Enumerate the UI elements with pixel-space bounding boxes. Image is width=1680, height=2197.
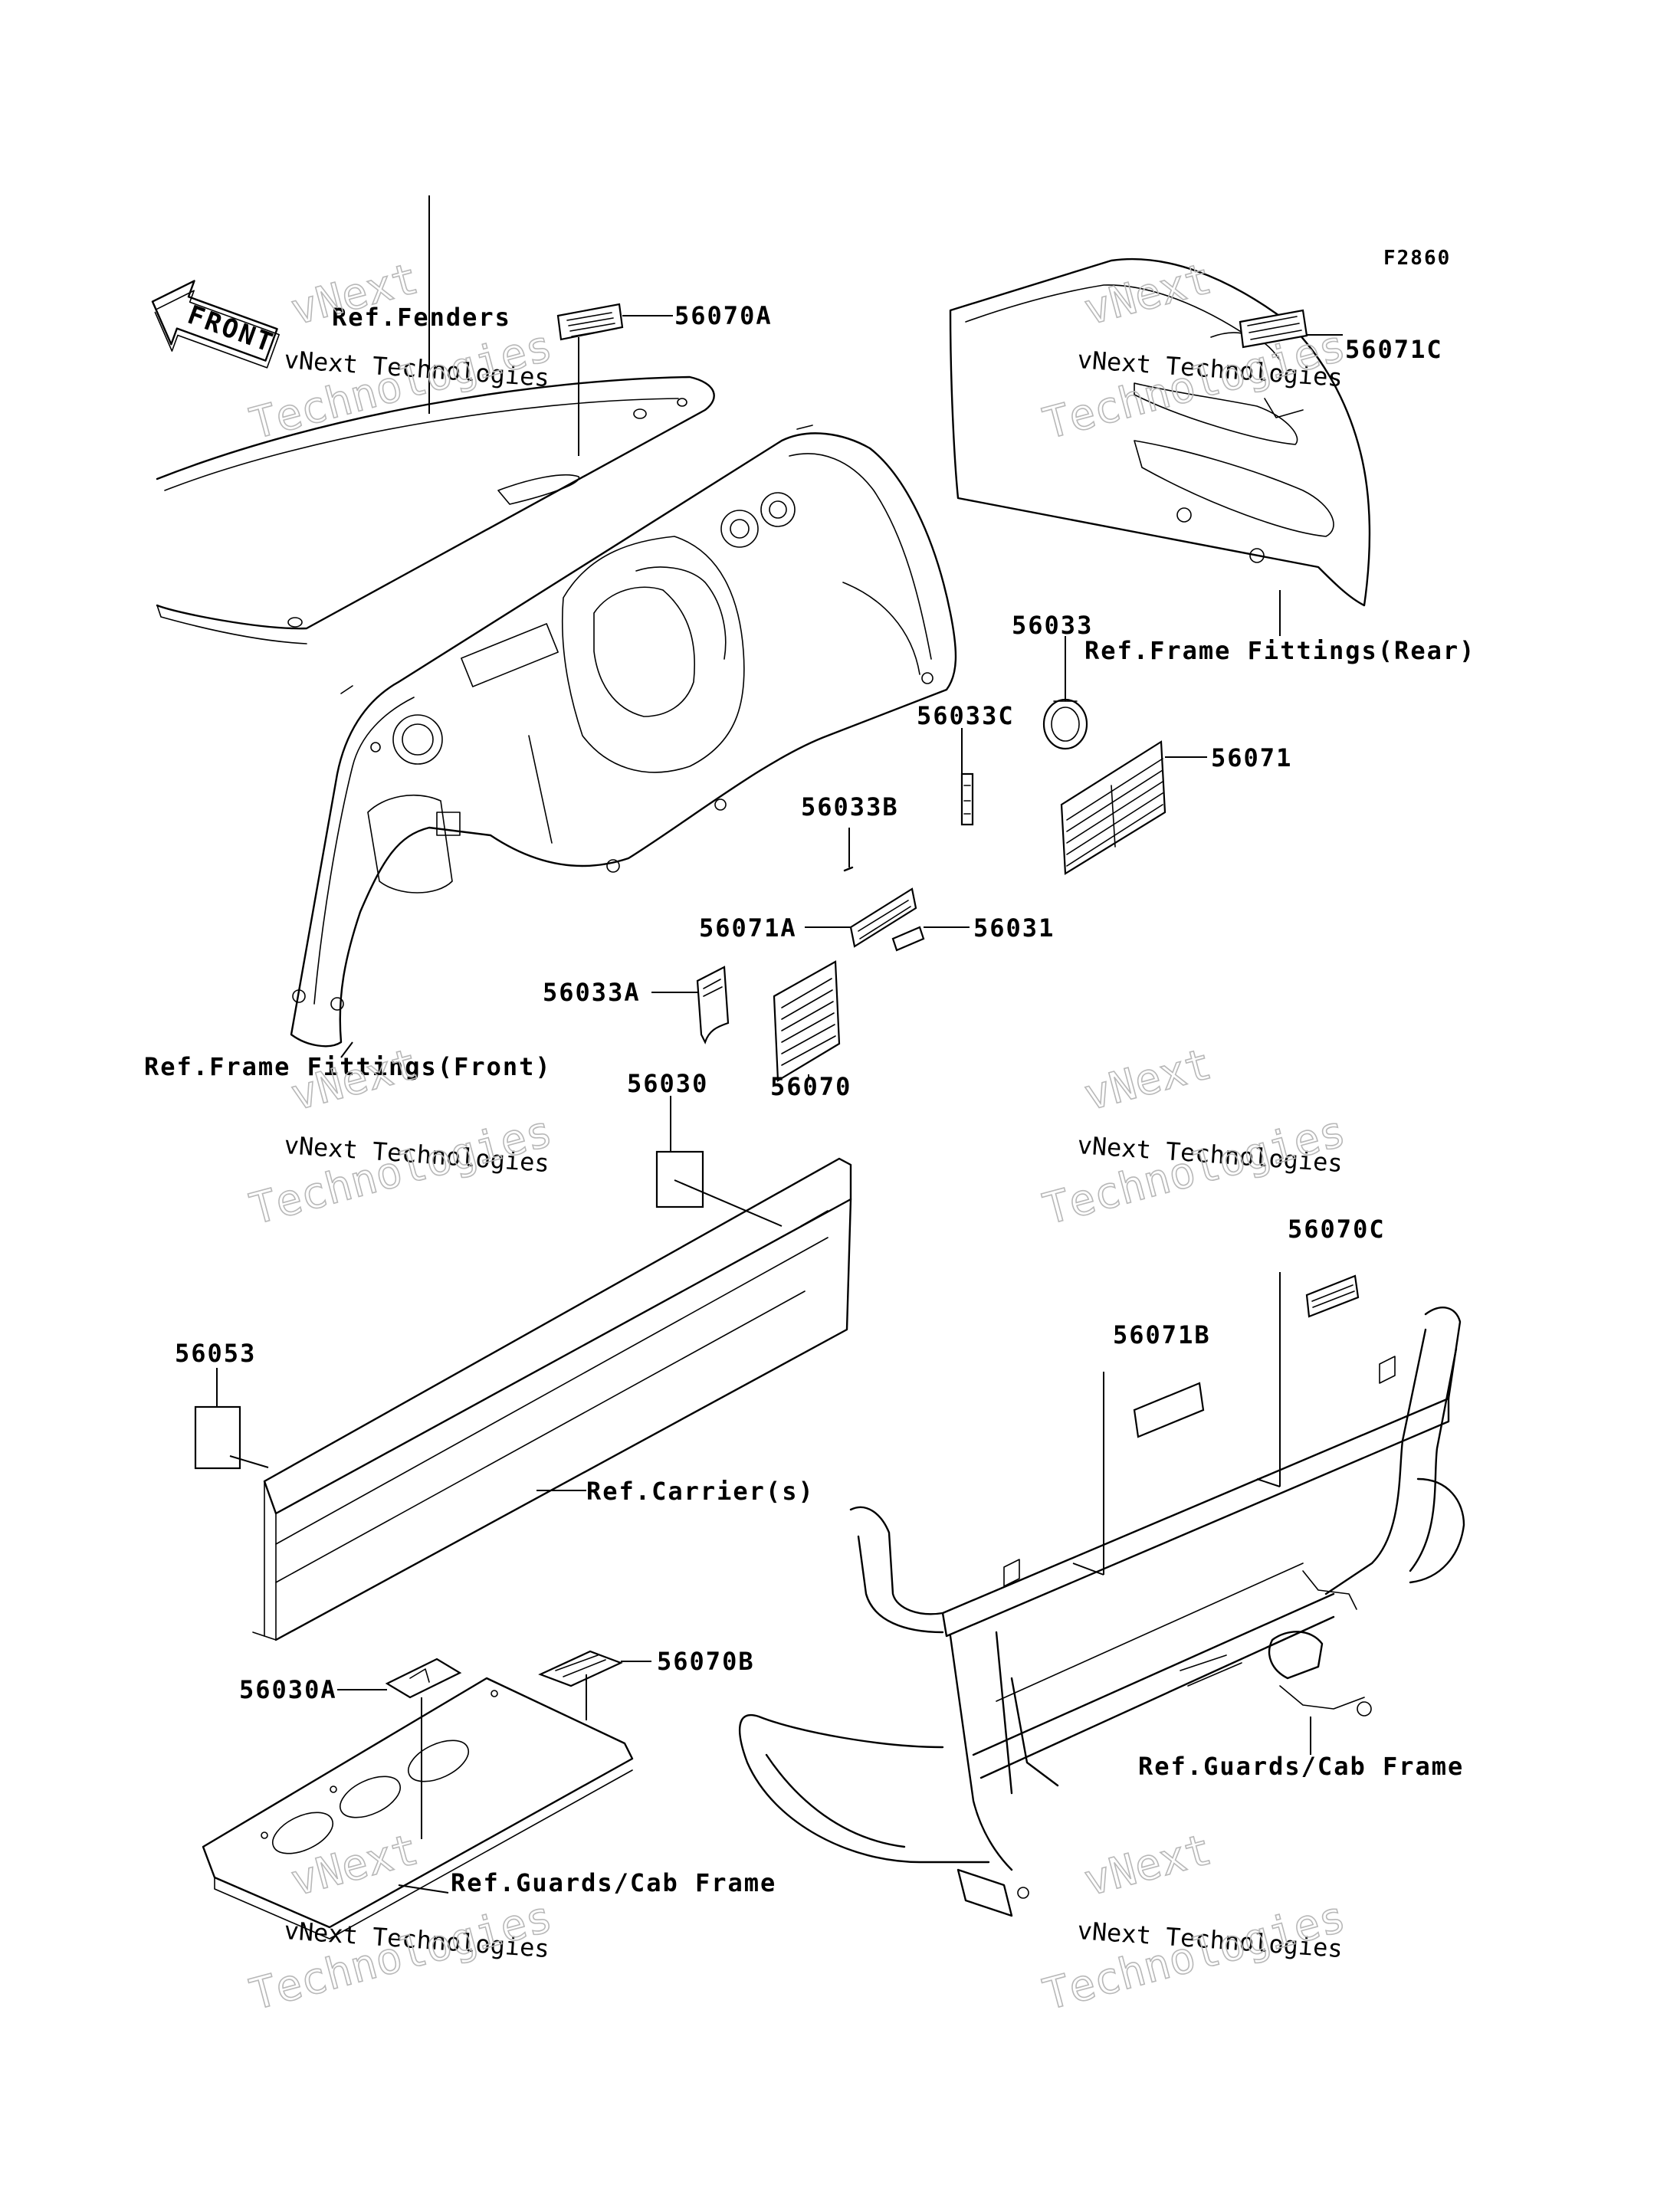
part-56031-label: 56031 — [973, 913, 1055, 943]
svg-text:vNext: vNext — [286, 1825, 424, 1906]
watermark-top-left: vNext vNext Technologies Technologies — [244, 253, 558, 450]
decal-56031 — [891, 926, 925, 952]
part-56033C-label: 56033C — [917, 701, 1015, 730]
front-arrow-icon: FRONT — [151, 280, 280, 369]
front-arrow-label: FRONT — [183, 300, 278, 359]
figure-code: F2860 — [1383, 247, 1451, 270]
decal-56030A — [385, 1658, 462, 1699]
decal-56030 — [655, 1150, 704, 1208]
ref-frame-fittings-front-label: Ref.Frame Fittings(Front) — [144, 1052, 552, 1081]
part-56071A-label: 56071A — [699, 913, 797, 943]
ref-guards-cab-frame-right-label: Ref.Guards/Cab Frame — [1138, 1752, 1464, 1781]
ref-frame-fittings-rear-label: Ref.Frame Fittings(Rear) — [1084, 636, 1475, 665]
svg-text:vNext: vNext — [1079, 1825, 1217, 1906]
part-56070C-label: 56070C — [1288, 1215, 1386, 1244]
part-56070A-label: 56070A — [674, 301, 773, 330]
svg-text:vNext: vNext — [1079, 254, 1217, 335]
part-56070B-label: 56070B — [657, 1647, 755, 1676]
watermark-bottom-right: vNext vNext Technologies Technologies — [1038, 1824, 1351, 2021]
part-56070-label: 56070 — [770, 1072, 851, 1101]
decal-56070C — [1305, 1274, 1360, 1318]
part-56071B-label: 56071B — [1113, 1320, 1211, 1349]
decal-56070A — [556, 303, 624, 341]
dash-panel-illustration — [290, 425, 957, 1048]
skid-plate-illustration — [202, 1677, 634, 1940]
decal-56071C — [1239, 309, 1308, 349]
decal-56033B — [843, 866, 854, 872]
watermark-top-right: vNext vNext Technologies Technologies — [1038, 253, 1351, 450]
part-56030-label: 56030 — [627, 1069, 708, 1098]
part-56071-label: 56071 — [1211, 743, 1292, 772]
part-56033B-label: 56033B — [801, 792, 899, 821]
leader-lines — [216, 195, 1343, 1894]
part-56053-label: 56053 — [175, 1339, 256, 1368]
decal-56071B — [1133, 1382, 1205, 1438]
watermark-mid-right: vNext vNext Technologies Technologies — [1038, 1038, 1351, 1235]
ref-fenders-label: Ref.Fenders — [332, 303, 511, 332]
decal-56033A — [696, 966, 730, 1044]
ref-guards-cab-frame-bottom-label: Ref.Guards/Cab Frame — [451, 1868, 776, 1897]
ref-carrier-label: Ref.Carrier(s) — [586, 1477, 815, 1506]
rear-frame-fitting-illustration — [949, 257, 1371, 607]
carrier-panel-illustration — [252, 1157, 852, 1641]
decal-56070B — [538, 1650, 623, 1687]
decal-56033 — [1042, 698, 1088, 750]
part-56033A-label: 56033A — [543, 978, 641, 1007]
fender-illustration — [156, 375, 715, 644]
part-56033-label: 56033 — [1012, 611, 1093, 640]
svg-text:vNext: vNext — [286, 1039, 424, 1120]
decal-56053 — [194, 1405, 241, 1470]
decal-56070 — [773, 960, 841, 1082]
part-56030A-label: 56030A — [239, 1675, 337, 1704]
part-56071C-label: 56071C — [1345, 335, 1443, 364]
decal-56033C — [960, 772, 974, 826]
svg-text:vNext: vNext — [1079, 1039, 1217, 1120]
decal-56071 — [1060, 740, 1166, 875]
cab-frame-illustration — [739, 1307, 1465, 1917]
decal-56071A — [849, 887, 917, 948]
